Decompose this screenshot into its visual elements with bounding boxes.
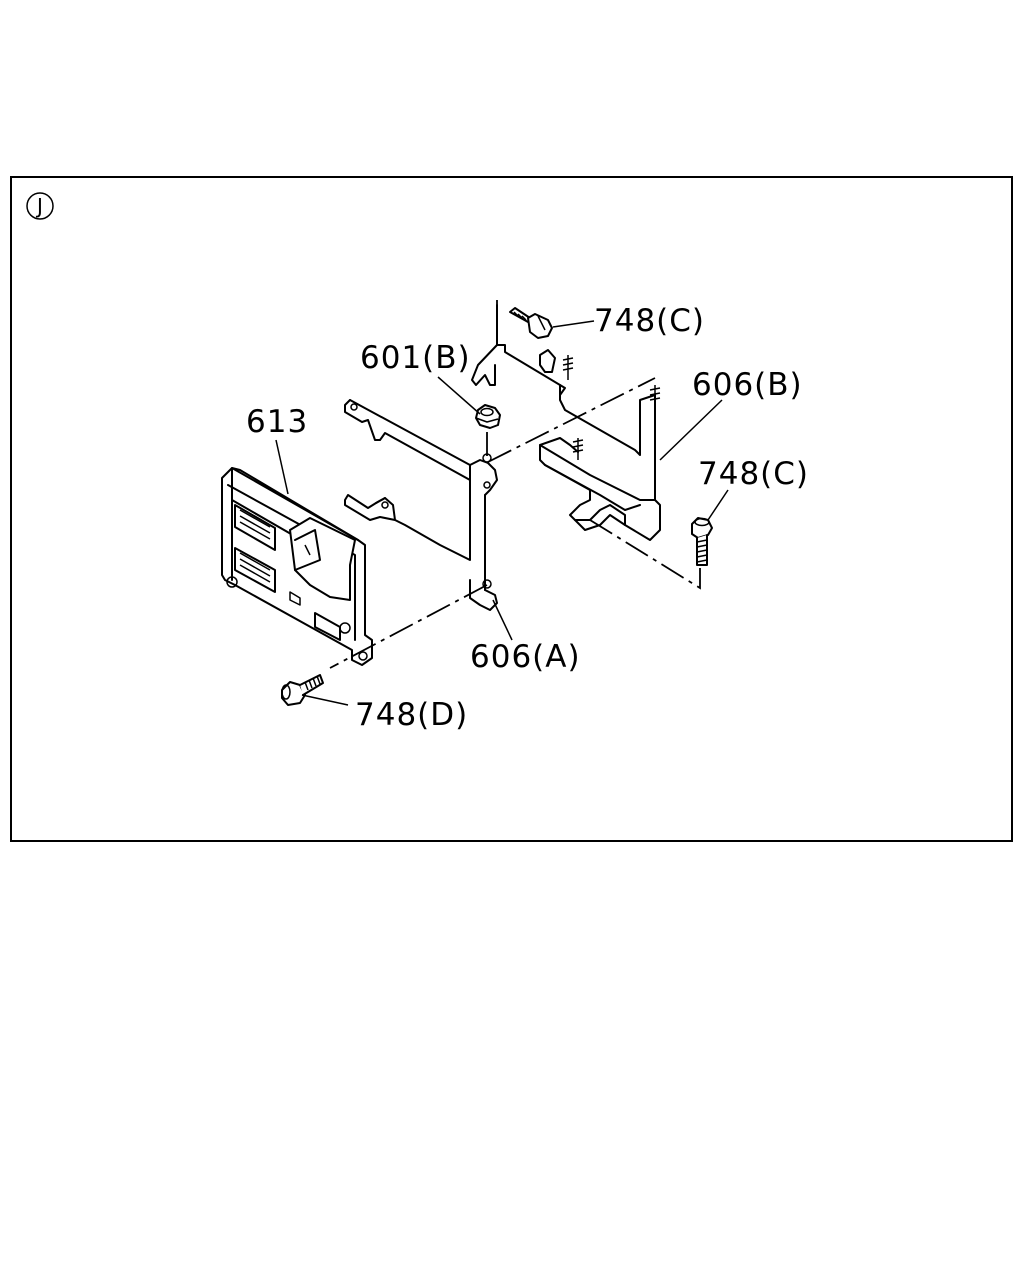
leader-lines	[275, 320, 729, 706]
callout-748d: 748(D)	[355, 697, 468, 733]
ecu-module-613	[221, 467, 373, 666]
bolt-748d	[281, 674, 324, 706]
callout-613: 613	[246, 404, 308, 440]
view-marker-letter: J	[35, 194, 43, 218]
callout-606a: 606(A)	[470, 639, 581, 675]
nut-601b	[475, 404, 501, 429]
callout-601b: 601(B)	[360, 340, 471, 376]
bolt-748c-top	[509, 307, 553, 339]
callout-606b: 606(B)	[692, 367, 803, 403]
bolt-748c-right	[691, 517, 713, 566]
callout-748c-top: 748(C)	[594, 303, 705, 339]
diagram-frame	[10, 176, 1013, 842]
callout-748c-right: 748(C)	[698, 456, 809, 492]
bracket-606a	[344, 399, 498, 611]
view-marker: J	[26, 192, 54, 220]
callout-labels: 748(C) 601(B) 606(B) 613 748(C) 606(A) 7…	[246, 303, 809, 733]
assembly-lines	[329, 300, 701, 669]
